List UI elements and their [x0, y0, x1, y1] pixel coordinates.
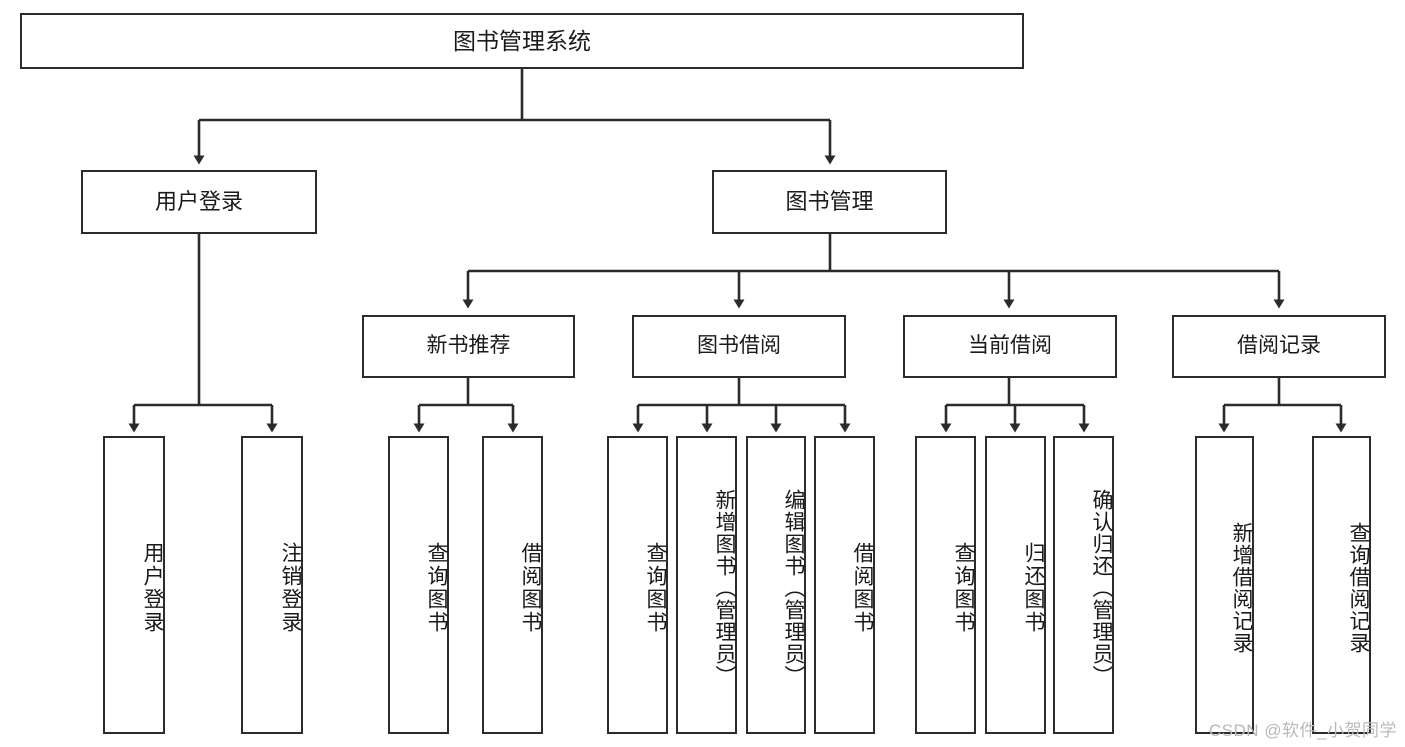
- node-leaf-return-book[interactable]: 归还图书: [985, 436, 1046, 734]
- node-leaf-query-book-3-label: 查询图书: [952, 542, 975, 634]
- node-leaf-borrow-book-1-label: 借阅图书: [519, 542, 542, 634]
- node-borrow-record-label: 借阅记录: [1237, 334, 1321, 358]
- node-leaf-query-record[interactable]: 查询借阅记录: [1312, 436, 1371, 734]
- node-leaf-confirm-return[interactable]: 确认归还（管理员）: [1053, 436, 1114, 734]
- node-leaf-logout-label: 注销登录: [279, 542, 302, 634]
- node-leaf-add-record[interactable]: 新增借阅记录: [1195, 436, 1254, 734]
- node-borrow-record[interactable]: 借阅记录: [1172, 315, 1386, 378]
- node-leaf-query-book-1[interactable]: 查询图书: [388, 436, 449, 734]
- node-root-label: 图书管理系统: [453, 27, 591, 54]
- watermark: CSDN @软件_小贺同学: [1208, 721, 1397, 740]
- node-leaf-borrow-book-2-label: 借阅图书: [851, 542, 874, 634]
- node-leaf-edit-book-label: 编辑图书（管理员）: [782, 489, 805, 687]
- node-new-book-recommend[interactable]: 新书推荐: [362, 315, 575, 378]
- node-leaf-add-book[interactable]: 新增图书（管理员）: [676, 436, 737, 734]
- node-leaf-query-book-3[interactable]: 查询图书: [915, 436, 976, 734]
- node-leaf-borrow-book-1[interactable]: 借阅图书: [482, 436, 543, 734]
- node-new-book-recommend-label: 新书推荐: [426, 334, 511, 358]
- node-leaf-query-record-label: 查询借阅记录: [1347, 522, 1370, 654]
- node-root[interactable]: 图书管理系统: [20, 13, 1024, 69]
- node-leaf-add-record-label: 新增借阅记录: [1230, 522, 1253, 654]
- node-leaf-confirm-return-label: 确认归还（管理员）: [1090, 489, 1113, 687]
- node-leaf-query-book-2-label: 查询图书: [644, 542, 667, 634]
- node-leaf-borrow-book-2[interactable]: 借阅图书: [814, 436, 875, 734]
- node-user-login[interactable]: 用户登录: [81, 170, 317, 234]
- node-current-borrow[interactable]: 当前借阅: [903, 315, 1117, 378]
- node-book-manage[interactable]: 图书管理: [712, 170, 947, 234]
- node-leaf-add-book-label: 新增图书（管理员）: [713, 489, 736, 687]
- node-current-borrow-label: 当前借阅: [968, 334, 1052, 358]
- node-book-borrow[interactable]: 图书借阅: [632, 315, 846, 378]
- node-leaf-query-book-1-label: 查询图书: [425, 542, 448, 634]
- node-leaf-user-login[interactable]: 用户登录: [103, 436, 165, 734]
- node-leaf-query-book-2[interactable]: 查询图书: [607, 436, 668, 734]
- node-book-borrow-label: 图书借阅: [697, 334, 781, 358]
- node-leaf-return-book-label: 归还图书: [1022, 542, 1045, 634]
- node-user-login-label: 用户登录: [154, 189, 243, 215]
- node-leaf-logout[interactable]: 注销登录: [241, 436, 303, 734]
- node-book-manage-label: 图书管理: [785, 189, 874, 215]
- node-leaf-user-login-label: 用户登录: [141, 542, 164, 634]
- node-leaf-edit-book[interactable]: 编辑图书（管理员）: [746, 436, 806, 734]
